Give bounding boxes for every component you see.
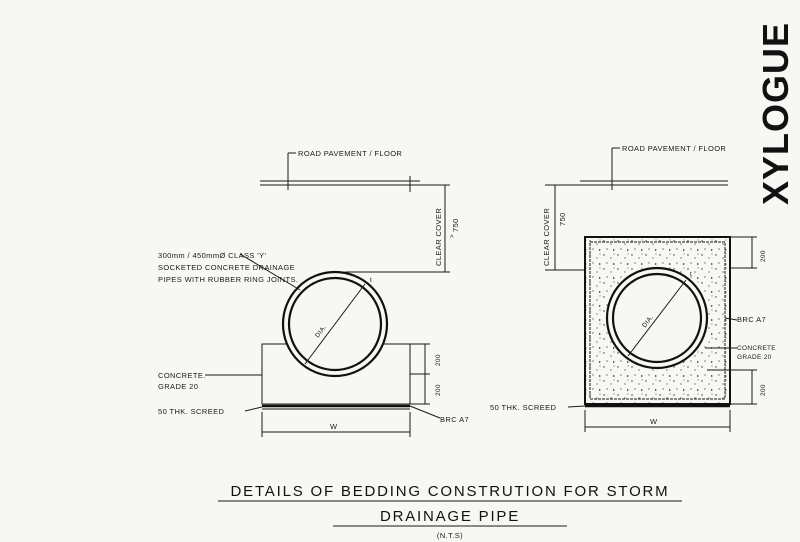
left-concrete-label-1: CONCRETE. (158, 371, 206, 380)
brand-logo: XYLOGUE (755, 22, 796, 205)
right-concrete-label-1: CONCRETE (737, 345, 776, 352)
title-scale: (N.T.S) (437, 531, 463, 540)
left-pipe-inner (287, 276, 383, 372)
drawing-title-block: DETAILS OF BEDDING CONSTRUTION FOR STORM… (218, 483, 682, 540)
title-line-2: DRAINAGE PIPE (380, 508, 520, 525)
right-cover-value: 750 (558, 212, 567, 226)
left-concrete-label-2: GRADE 20 (158, 382, 198, 391)
right-clear-cover-label: CLEAR COVER (542, 208, 551, 266)
right-concrete-label-2: GRADE 20 (737, 354, 772, 361)
right-brc-label: BRC A7 (737, 315, 766, 324)
right-screed-label: 50 THK. SCREED (490, 403, 556, 412)
right-width-label: W (650, 417, 658, 426)
right-dim-top: 200 (760, 250, 767, 262)
left-t-label: t (370, 277, 372, 284)
left-pipe-note-3: PIPES WITH RUBBER RING JOINTS. (158, 275, 298, 284)
right-brc-mesh (589, 241, 726, 400)
left-cover-arrow: ^ (450, 233, 454, 242)
left-dim-lower: 200 (435, 384, 442, 396)
left-pipe-note-2: SOCKETED CONCRETE DRAINAGE (158, 263, 295, 272)
left-pipe-note-1: 300mm / 450mmØ CLASS 'Y' (158, 251, 266, 260)
left-cover-value: 750 (451, 218, 460, 232)
left-detail: ROAD PAVEMENT / FLOOR CLEAR COVER 750 ^ … (158, 149, 469, 437)
left-dim-upper: 200 (435, 354, 442, 366)
left-brc-label: BRC A7 (440, 415, 469, 424)
left-clear-cover-label: CLEAR COVER (434, 208, 443, 266)
left-dia-line (304, 283, 366, 365)
right-detail: ROAD PAVEMENT / FLOOR CLEAR COVER 750 DI… (490, 144, 776, 432)
title-line-1: DETAILS OF BEDDING CONSTRUTION FOR STORM (231, 483, 670, 500)
right-pipe-inner (611, 272, 703, 364)
left-pavement-label: ROAD PAVEMENT / FLOOR (298, 149, 402, 158)
left-screed-label: 50 THK. SCREED (158, 407, 224, 416)
left-pipe-note-leader (239, 253, 301, 291)
right-pavement-label: ROAD PAVEMENT / FLOOR (622, 144, 726, 153)
left-width-label: W (330, 422, 338, 431)
right-dia-line (627, 279, 687, 357)
right-dim-bottom: 200 (760, 384, 767, 396)
right-t-label: t (690, 271, 692, 278)
